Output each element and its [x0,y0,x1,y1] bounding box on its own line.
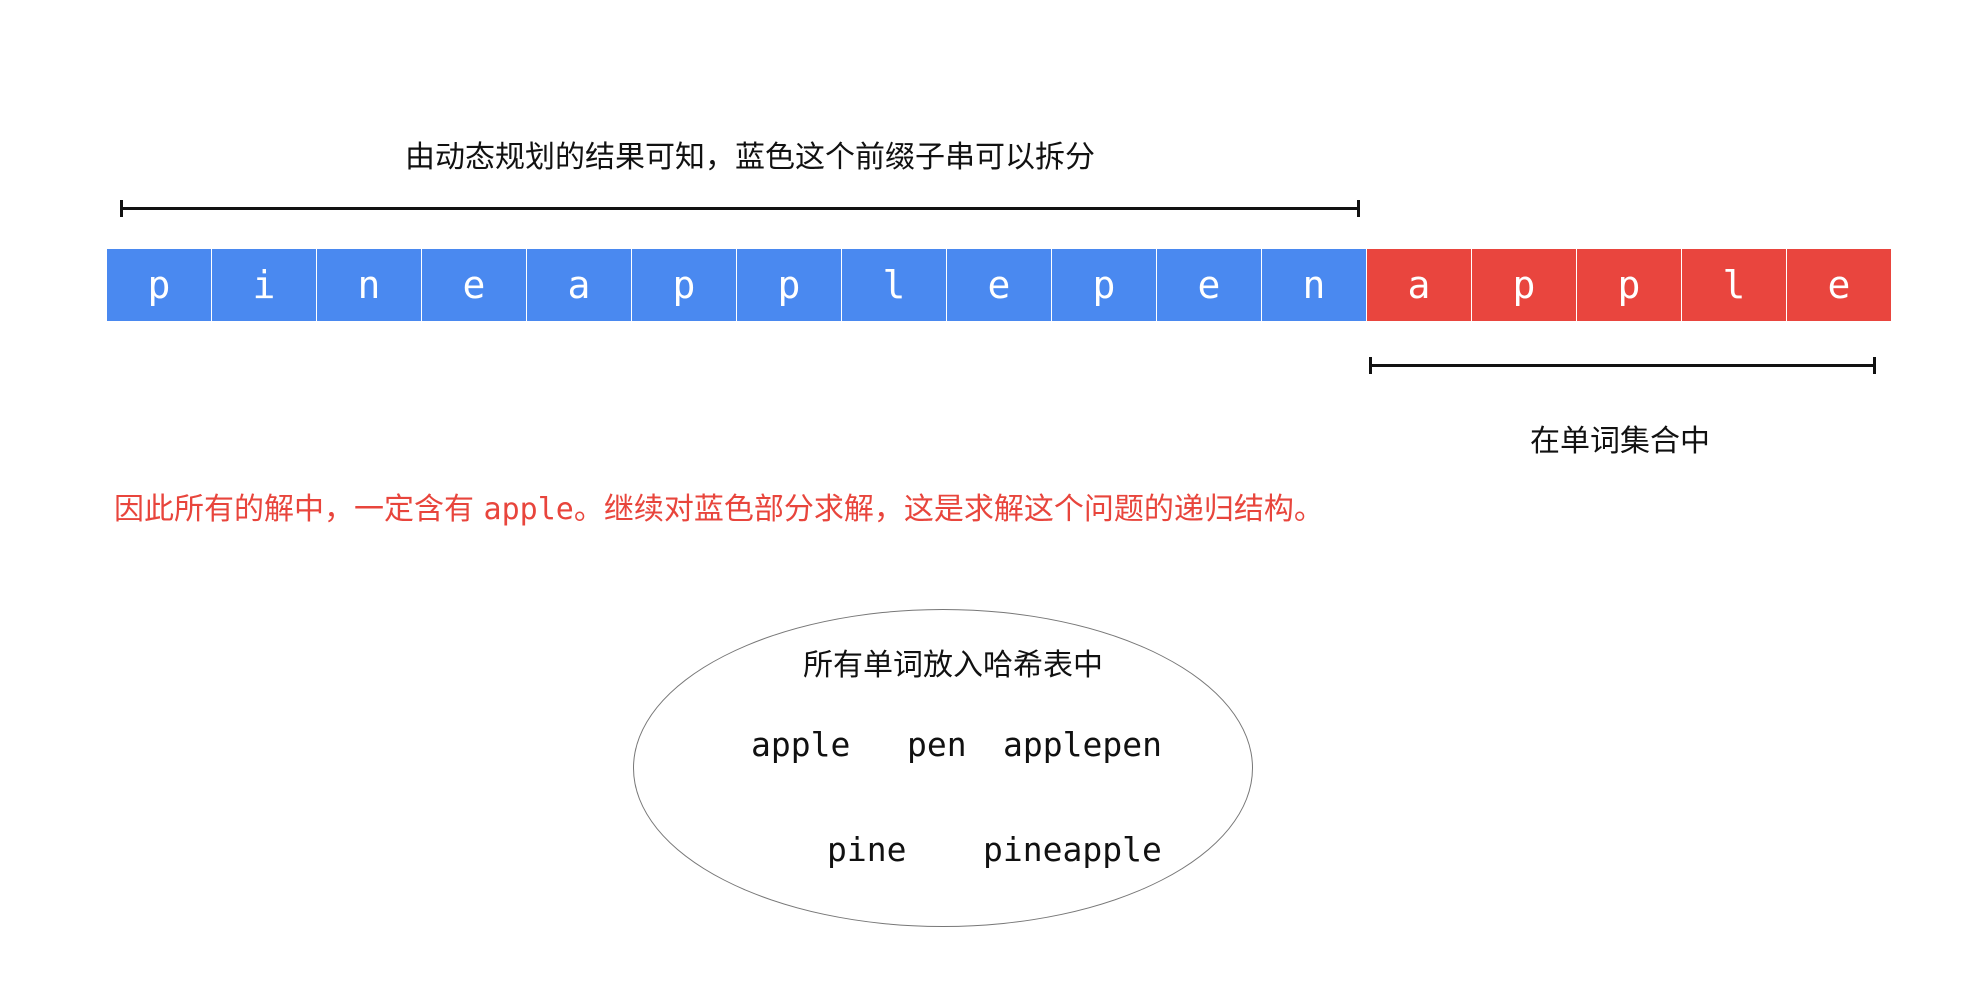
blue-cell: a [527,249,631,321]
conclusion-before: 因此所有的解中，一定含有 [114,492,484,527]
blue-cell: i [212,249,316,321]
blue-cell: l [842,249,946,321]
conclusion-keyword: apple [483,492,574,527]
red-cell: l [1682,249,1786,321]
dictionary-word-apple: apple [751,725,851,764]
dictionary-word-applepen: applepen [1003,725,1162,764]
conclusion-after: 。继续对蓝色部分求解，这是求解这个问题的递归结构。 [573,492,1324,527]
dictionary-word-pine: pine [827,830,907,869]
dictionary-ellipse [633,609,1253,927]
blue-cell: e [947,249,1051,321]
blue-cell: p [107,249,211,321]
red-cell: p [1472,249,1576,321]
red-cell: p [1577,249,1681,321]
right-caption: 在单词集合中 [1530,424,1710,459]
dictionary-word-pen: pen [907,725,967,764]
string-cells: p i n e a p p l e p e n a p p l e [107,249,1892,321]
red-suffix-bracket [1369,357,1876,374]
blue-prefix-bracket [120,200,1360,217]
blue-cell: p [1052,249,1156,321]
blue-cell: p [737,249,841,321]
dictionary-word-pineapple: pineapple [983,830,1162,869]
blue-cell: e [422,249,526,321]
conclusion-text: 因此所有的解中，一定含有 apple。继续对蓝色部分求解，这是求解这个问题的递归… [114,490,1324,530]
top-caption: 由动态规划的结果可知，蓝色这个前缀子串可以拆分 [405,140,1095,175]
blue-cell: n [317,249,421,321]
red-cell: e [1787,249,1891,321]
dictionary-title: 所有单词放入哈希表中 [803,648,1103,683]
red-cell: a [1367,249,1471,321]
blue-cell: n [1262,249,1366,321]
blue-cell: e [1157,249,1261,321]
blue-cell: p [632,249,736,321]
